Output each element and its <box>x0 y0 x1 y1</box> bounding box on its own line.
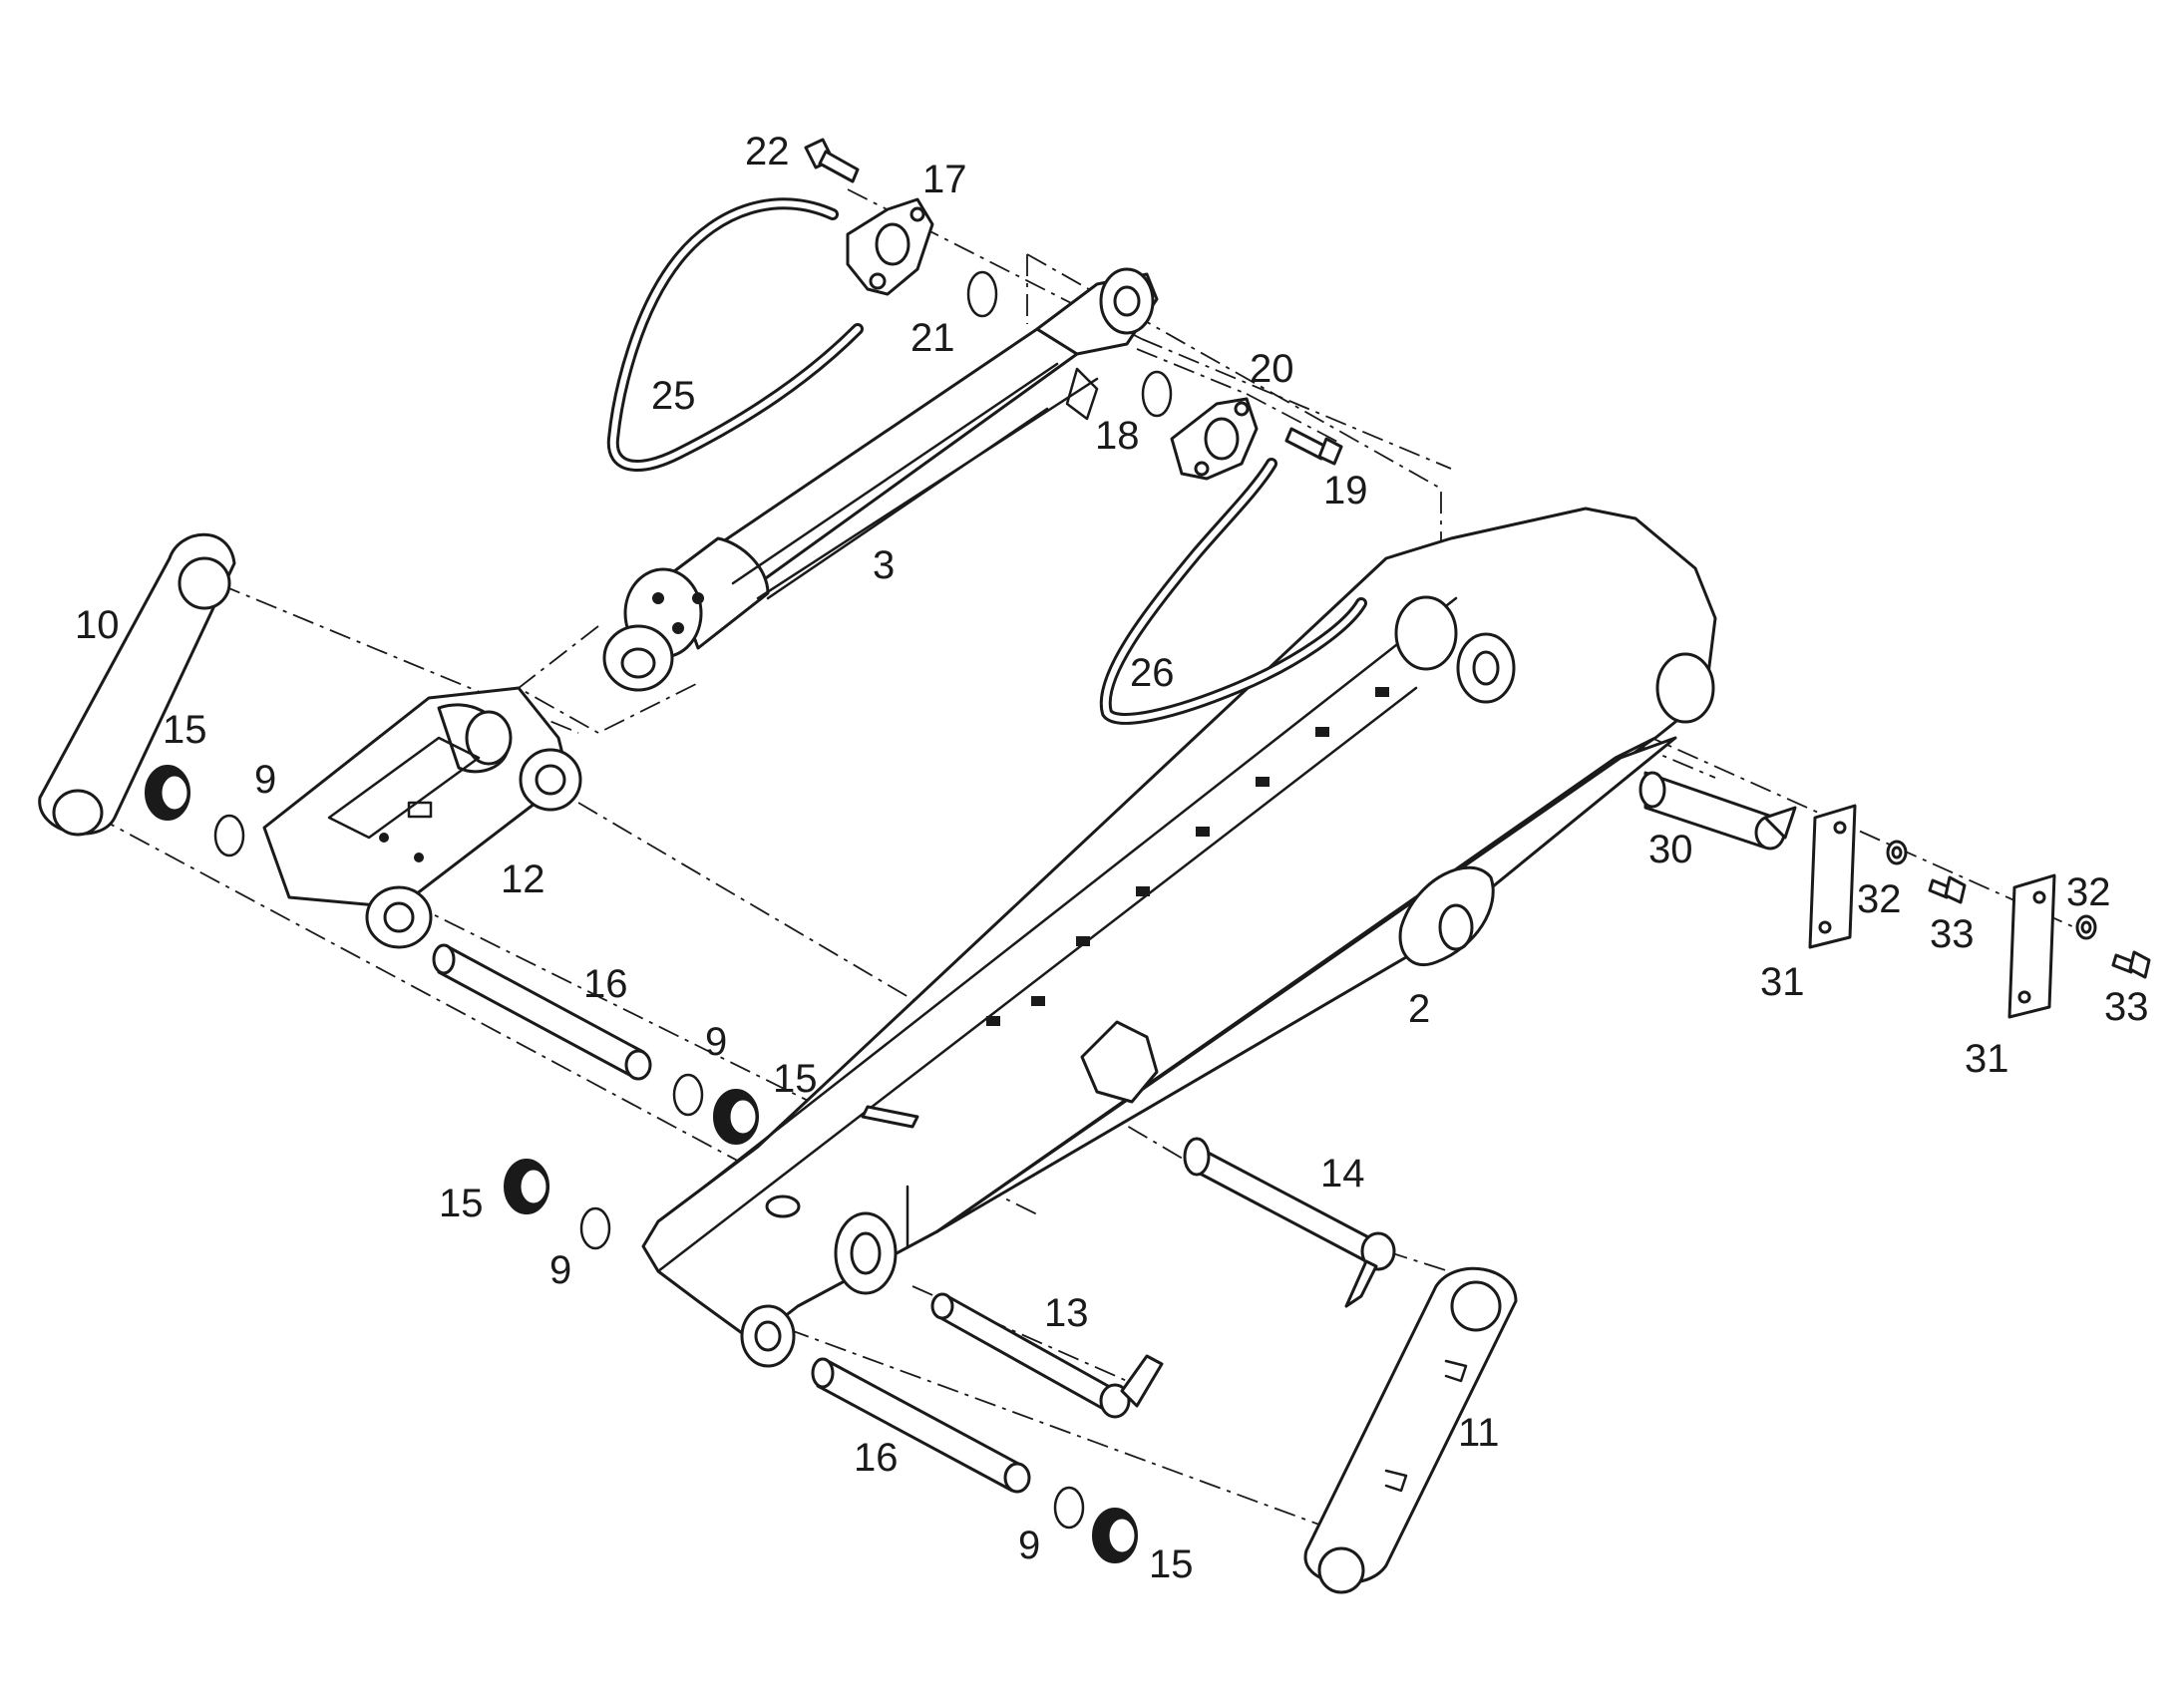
callout-14: 14 <box>1320 1152 1365 1196</box>
retaining-ring-9-d <box>1053 1486 1085 1530</box>
callout-labels: 2 3 9 9 9 9 10 11 12 13 14 15 15 15 15 1… <box>75 130 2149 1586</box>
bolt-22 <box>804 138 860 183</box>
callout-15-b: 15 <box>773 1057 818 1101</box>
hose-26 <box>1099 458 1367 725</box>
callout-16-a: 16 <box>583 962 628 1006</box>
cap-15-d <box>1092 1508 1138 1563</box>
retaining-ring-9-c <box>579 1206 611 1250</box>
callout-30: 30 <box>1648 828 1693 871</box>
retaining-ring-9-b <box>672 1073 704 1117</box>
o-ring-18 <box>1141 370 1173 418</box>
callout-18: 18 <box>1095 414 1140 458</box>
hose-25 <box>606 197 864 472</box>
callout-3: 3 <box>873 543 895 587</box>
callout-33-b: 33 <box>2104 985 2149 1029</box>
callout-17: 17 <box>922 158 967 201</box>
retaining-ring-9-a <box>213 814 245 857</box>
hose-clamp-20 <box>1170 397 1259 481</box>
callout-15-d: 15 <box>1149 1542 1194 1586</box>
callout-2: 2 <box>1408 987 1430 1031</box>
pin-16-lower <box>811 1357 1031 1494</box>
arm-link-11 <box>1303 1266 1518 1594</box>
bolt-33-b <box>2111 950 2151 979</box>
callout-16-b: 16 <box>854 1436 899 1480</box>
callout-32-b: 32 <box>2066 870 2111 914</box>
boom <box>641 507 1717 1368</box>
callout-9-a: 9 <box>254 758 276 802</box>
callout-31-a: 31 <box>1760 960 1805 1004</box>
callout-19: 19 <box>1323 469 1368 512</box>
callout-12: 12 <box>501 857 545 901</box>
callout-13: 13 <box>1044 1291 1089 1335</box>
callout-9-c: 9 <box>549 1248 571 1292</box>
washer-32-a <box>1886 840 1908 865</box>
callout-21: 21 <box>910 316 955 360</box>
callout-25: 25 <box>651 374 696 418</box>
callout-22: 22 <box>745 130 790 173</box>
plate-31-b <box>2007 873 2056 1019</box>
callout-15-a: 15 <box>163 708 207 752</box>
cap-15-a <box>145 765 190 821</box>
hose-clamp-17 <box>846 197 934 296</box>
callout-9-b: 9 <box>705 1020 727 1064</box>
callout-15-c: 15 <box>439 1182 484 1225</box>
bolt-33-a <box>1928 875 1967 904</box>
washer-32-b <box>2075 914 2097 940</box>
plate-31-a <box>1808 804 1857 949</box>
link-frame <box>262 686 582 949</box>
hydraulic-cylinder <box>602 267 1159 692</box>
callout-9-d: 9 <box>1018 1524 1040 1567</box>
callout-31-b: 31 <box>1965 1037 2009 1081</box>
cap-15-c <box>504 1159 549 1214</box>
callout-26: 26 <box>1130 651 1175 695</box>
callout-11: 11 <box>1458 1411 1500 1455</box>
bolt-19 <box>1284 427 1343 466</box>
callout-33-a: 33 <box>1930 912 1975 956</box>
cap-15-b <box>713 1089 759 1145</box>
callout-20: 20 <box>1250 347 1294 391</box>
callout-32-a: 32 <box>1857 877 1902 921</box>
callout-10: 10 <box>75 603 120 647</box>
pin-13 <box>930 1292 1164 1419</box>
pin-14 <box>1183 1137 1396 1308</box>
arm-link-10 <box>38 532 236 837</box>
pin-16-upper <box>432 943 652 1081</box>
pin-30 <box>1638 771 1797 851</box>
o-ring-21 <box>966 270 998 318</box>
